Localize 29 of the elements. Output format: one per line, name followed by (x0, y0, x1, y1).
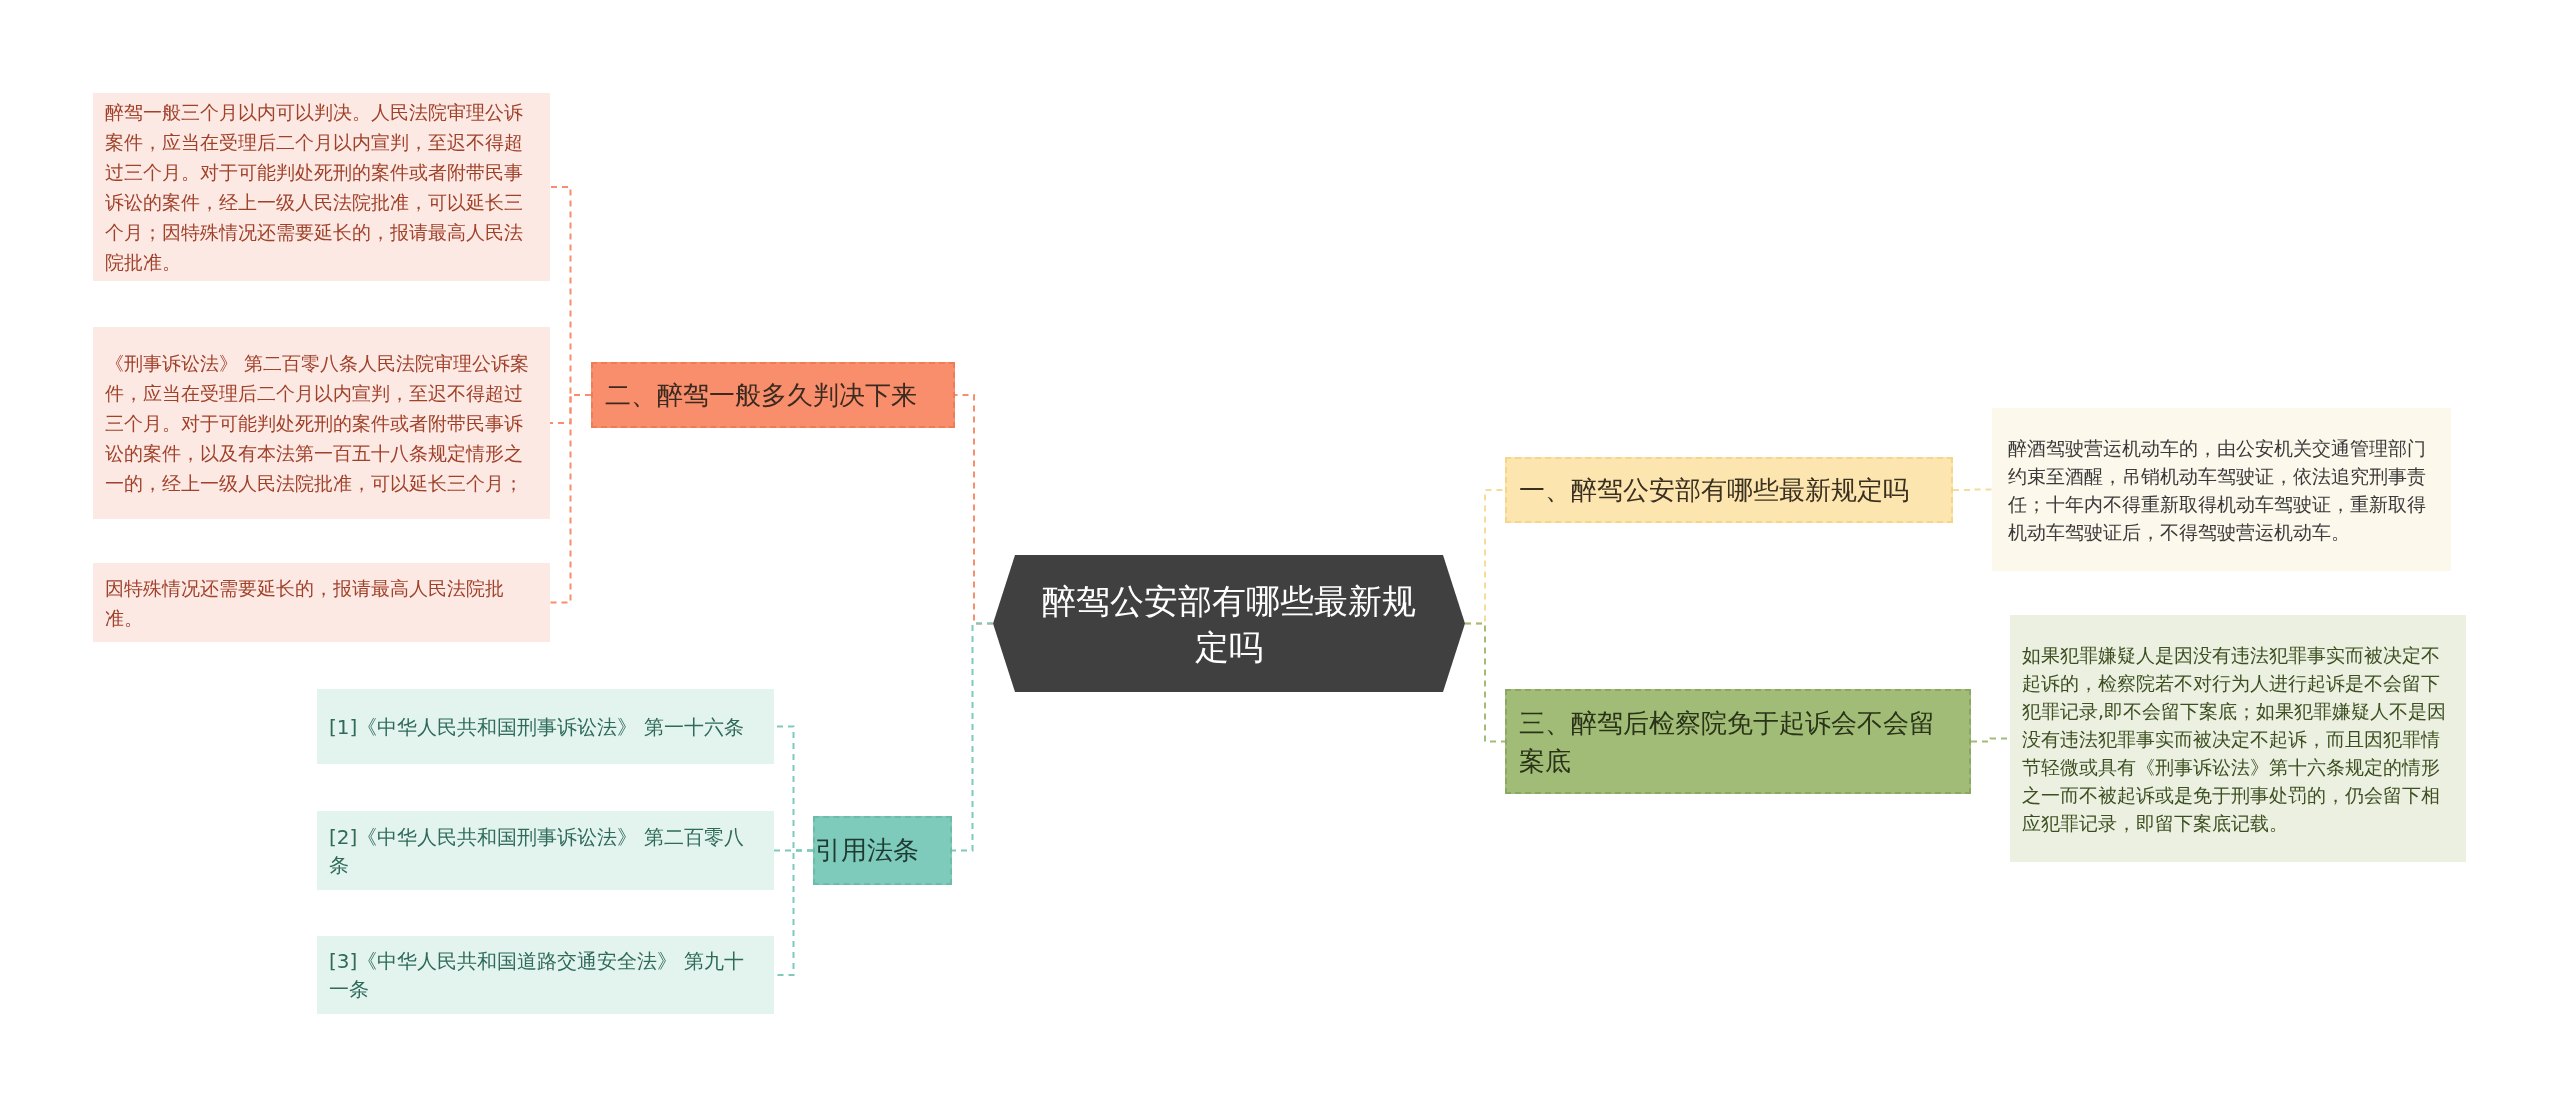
topic-text: 醉酒驾驶营运机动车的，由公安机关交通管理部门约束至酒醒，吊销机动车驾驶证，依法追究刑事责任；十年内不得重新取得机动车驾驶证，重新取得机动车驾驶证后，不得驾驶营运机动车。 (2008, 435, 2427, 545)
connector-line (1464, 622, 1506, 743)
connector-line (951, 622, 994, 852)
branch-topic-box (1505, 689, 1971, 794)
topic-text: 醉驾一般三个月以内可以判决。人民法院审理公诉案件，应当在受理后二个月以内宣判，至迟不得超过三个月。对于可能判处死刑的案件或者附带民事诉讼的案件，经上一级人民法院批准，可以延长三个月；因特殊情况还需要延长的，报请最高人民法院批准。 (105, 100, 524, 275)
topic-text: 引用法条 (815, 834, 920, 867)
reference-box (317, 689, 774, 764)
connector-line (1952, 488, 1993, 491)
root-topic-hexagon (993, 555, 1465, 692)
topic-text: 《刑事诉讼法》 第二百零八条人民法院审理公诉案件，应当在受理后二个月以内宣判，至迟不得超过三个月。对于可能判处死刑的案件或者附带民事诉讼的案件，以及有本法第一百五十八条规定情形之一的，经上一级人民法院批准，可以延长三个月； (105, 351, 531, 496)
note-box (2010, 615, 2466, 862)
topic-text: [3]《中华人民共和国道路交通安全法》 第九十一条 (329, 948, 745, 1003)
branch-topic-box (1505, 457, 1953, 523)
note-box (93, 563, 550, 642)
topic-text: [2]《中华人民共和国刑事诉讼法》 第二百零八条 (329, 823, 745, 879)
topic-text: 如果犯罪嫌疑人是因没有违法犯罪事实而被决定不起诉的，检察院若不对行为人进行起诉是不会留下犯罪记录,即不会留下案底；如果犯罪嫌疑人不是因没有违法犯罪事实而被决定不起诉，而且因犯罪情节轻微或具有《刑事诉讼法》第十六条规定的情形之一而不被起诉或是免于刑事处罚的，仍会留下相应犯罪记录，即留下案底记载。 (2022, 642, 2448, 836)
note-box (93, 327, 550, 519)
note-box (1992, 408, 2451, 571)
reference-box (317, 811, 774, 890)
topic-text: 一、醉驾公安部有哪些最新规定吗 (1519, 473, 1910, 507)
branch-topic-box (591, 362, 955, 428)
topic-text: [1]《中华人民共和国刑事诉讼法》 第一十六条 (329, 713, 745, 741)
topic-text: 三、醉驾后检察院免于起诉会不会留案底 (1519, 706, 1936, 778)
reference-box (317, 936, 774, 1014)
topic-text: 因特殊情况还需要延长的，报请最高人民法院批准。 (105, 575, 505, 631)
branch-topic-box (813, 816, 952, 885)
connector-line (549, 394, 592, 604)
topic-text: 醉驾公安部有哪些最新规定吗 (1041, 579, 1417, 669)
topic-text: 二、醉驾一般多久判决下来 (605, 378, 918, 412)
